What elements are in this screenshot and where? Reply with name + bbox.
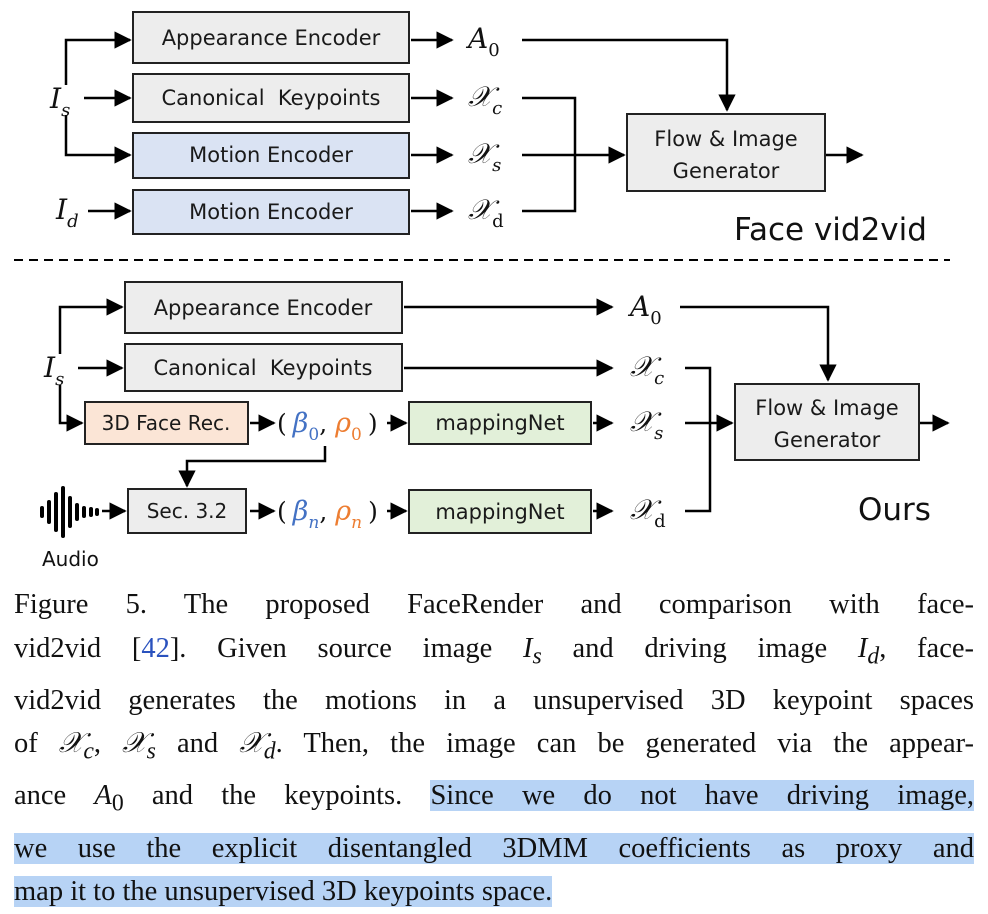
bottom-panel-title: Ours [858, 492, 931, 528]
bottom-output-xd: 𝒳d [630, 493, 666, 532]
svg-text:Motion Encoder: Motion Encoder [189, 200, 353, 224]
top-panel: Is Id Appearance Encoder Canonical Keypo… [49, 11, 927, 248]
svg-text:Generator: Generator [774, 428, 881, 452]
highlight-span-1: Since we do not have driving image, [430, 780, 975, 812]
top-output-xc: 𝒳c [468, 80, 502, 119]
top-motion-encoder-box-2: Motion Encoder [132, 189, 410, 235]
bottom-output-a0: A0 [627, 290, 662, 329]
svg-text:3D Face Rec.: 3D Face Rec. [102, 411, 231, 435]
svg-text:mappingNet: mappingNet [435, 500, 564, 524]
bottom-mapping-net-box-1: mappingNet [408, 401, 592, 445]
svg-text:Flow & Image: Flow & Image [654, 127, 797, 151]
top-is-connectors [64, 31, 132, 220]
top-generator-connectors [522, 38, 864, 213]
caption-line-4: of 𝒳c, 𝒳s and 𝒳d. Then, the image can be… [14, 728, 975, 765]
bottom-generator-box: Flow & Image Generator [734, 383, 920, 461]
top-panel-title: Face vid2vid [734, 212, 927, 248]
bottom-output-arrows [404, 298, 614, 520]
svg-text:Appearance Encoder: Appearance Encoder [154, 296, 373, 320]
top-appearance-encoder-box: Appearance Encoder [132, 11, 410, 64]
caption-line-2: vid2vid [42]. Given source image Is and … [14, 632, 974, 670]
top-generator-box: Flow & Image Generator [626, 113, 826, 192]
bottom-input-is: Is [43, 351, 64, 390]
top-output-xd: 𝒳d [468, 193, 504, 232]
top-output-arrows [411, 31, 454, 220]
audio-label: Audio [42, 547, 99, 571]
math-xc: 𝒳c [58, 728, 94, 765]
coeff-tuple-n: (βn,ρn) [277, 496, 378, 533]
bottom-appearance-encoder-box: Appearance Encoder [124, 281, 403, 334]
bottom-panel: Is Appearance Encoder Canonical Keypoint… [40, 281, 950, 571]
top-canonical-keypoints-box: Canonical Keypoints [132, 73, 410, 123]
bottom-face-rec-box: 3D Face Rec. [84, 401, 249, 445]
bottom-output-xc: 𝒳c [630, 350, 664, 389]
caption-line-7: map it to the unsupervised 3D keypoints … [14, 870, 974, 914]
top-output-a0: A0 [465, 22, 500, 61]
bottom-generator-connectors [680, 305, 950, 513]
reference-link[interactable]: 42 [141, 632, 170, 664]
bottom-sec-box: Sec. 3.2 [127, 488, 247, 534]
bottom-coeff-connectors [102, 414, 408, 520]
svg-text:Flow & Image: Flow & Image [755, 396, 898, 420]
bottom-mapping-net-box-2: mappingNet [408, 489, 592, 534]
bottom-output-xs: 𝒳s [630, 405, 663, 444]
top-output-xs: 𝒳s [468, 137, 501, 176]
svg-text:Motion Encoder: Motion Encoder [189, 143, 353, 167]
math-xs: 𝒳s [122, 728, 156, 765]
math-is: Is [523, 632, 542, 670]
facerender-diagram: Is Id Appearance Encoder Canonical Keypo… [14, 11, 950, 571]
bottom-canonical-keypoints-box: Canonical Keypoints [124, 343, 403, 392]
top-input-is: Is [49, 82, 70, 121]
caption-line-3: vid2vid generates the motions in a unsup… [14, 684, 974, 716]
bottom-is-connectors [58, 298, 124, 432]
svg-text:Canonical Keypoints: Canonical Keypoints [153, 356, 372, 380]
svg-text:Sec. 3.2: Sec. 3.2 [147, 499, 228, 523]
highlight-span-2: we use the explicit disentangled 3DMM co… [14, 832, 974, 864]
caption-line-6: we use the explicit disentangled 3DMM co… [14, 827, 974, 871]
svg-text:Canonical Keypoints: Canonical Keypoints [161, 86, 380, 110]
audio-waveform-icon [40, 486, 99, 538]
highlight-span-3: map it to the unsupervised 3D keypoints … [14, 876, 553, 908]
svg-text:Generator: Generator [673, 159, 780, 183]
caption-line-5: ance A0 and the keypoints. Since we do n… [14, 780, 975, 818]
math-a0: A0 [94, 780, 124, 818]
svg-text:mappingNet: mappingNet [435, 411, 564, 435]
caption-line-1: Figure 5. The proposed FaceRender and co… [14, 589, 974, 620]
top-input-id: Id [55, 193, 79, 232]
figure-caption: Figure 5. The proposed FaceRender and co… [14, 583, 975, 914]
svg-text:Appearance Encoder: Appearance Encoder [162, 26, 381, 50]
coeff-tuple-0: (β0,ρ0) [277, 408, 378, 445]
math-xd: 𝒳d [239, 728, 276, 765]
top-motion-encoder-box-1: Motion Encoder [132, 132, 410, 179]
math-id: Id [857, 632, 880, 670]
